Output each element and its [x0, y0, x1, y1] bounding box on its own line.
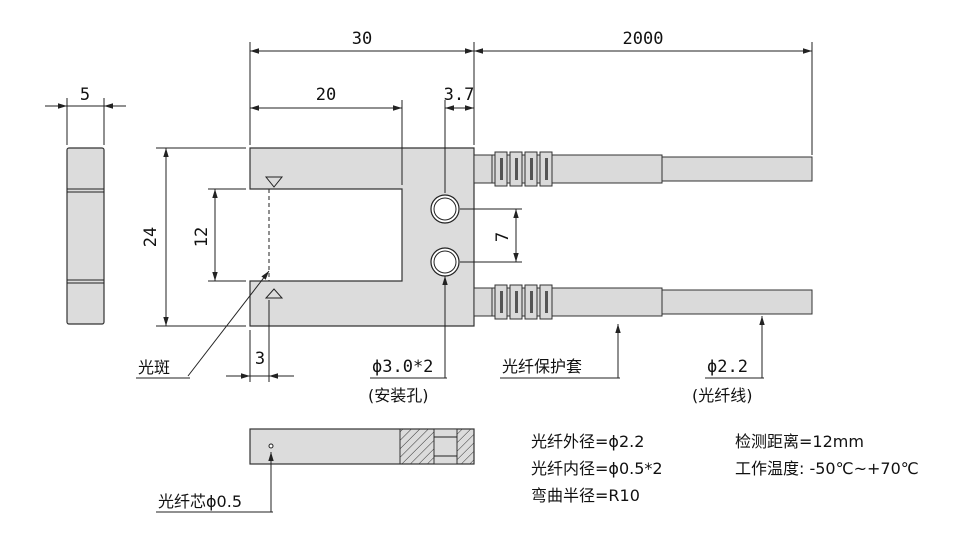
dim-side-width: 5 [80, 85, 90, 105]
dim-slot-depth: 20 [316, 85, 336, 105]
label-fiber-line: (光纤线) [692, 386, 753, 405]
dim-cable-length: 2000 [623, 29, 664, 49]
label-light-spot: 光斑 [138, 358, 170, 377]
label-mount-hole: ϕ3.0*2 [372, 357, 433, 377]
leader-labels: 光斑 ϕ3.0*2 (安装孔) 光纤保护套 ϕ2.2 (光纤线) [136, 270, 765, 405]
dim-hole-offset: 3.7 [444, 85, 475, 105]
bottom-view: 光纤芯ϕ0.5 [156, 428, 475, 513]
spec-detect-distance: 检测距离=12mm [735, 432, 864, 451]
spec-inner-diameter: 光纤内径=ϕ0.5*2 [531, 459, 663, 478]
specifications: 光纤外径=ϕ2.2 光纤内径=ϕ0.5*2 弯曲半径=R10 检测距离=12mm… [531, 432, 919, 505]
dim-hole-spacing: 7 [493, 232, 513, 242]
label-mount-hole-note: (安装孔) [368, 386, 429, 405]
front-dimensions: 30 2000 20 3.7 24 12 7 3 [141, 29, 813, 382]
dim-spot-offset: 3 [255, 349, 265, 369]
dim-total-width: 30 [352, 29, 372, 49]
spec-outer-diameter: 光纤外径=ϕ2.2 [531, 432, 644, 451]
dim-slot-width: 12 [192, 227, 212, 247]
front-view [249, 147, 813, 327]
spec-temperature: 工作温度: -50℃~+70℃ [735, 459, 919, 478]
label-fiber-sleeve: 光纤保护套 [502, 357, 582, 376]
label-fiber-diameter: ϕ2.2 [707, 357, 748, 377]
side-view: 5 [45, 85, 126, 325]
spec-bend-radius: 弯曲半径=R10 [531, 486, 640, 505]
label-fiber-core: 光纤芯ϕ0.5 [158, 492, 242, 511]
dim-height: 24 [141, 227, 161, 247]
